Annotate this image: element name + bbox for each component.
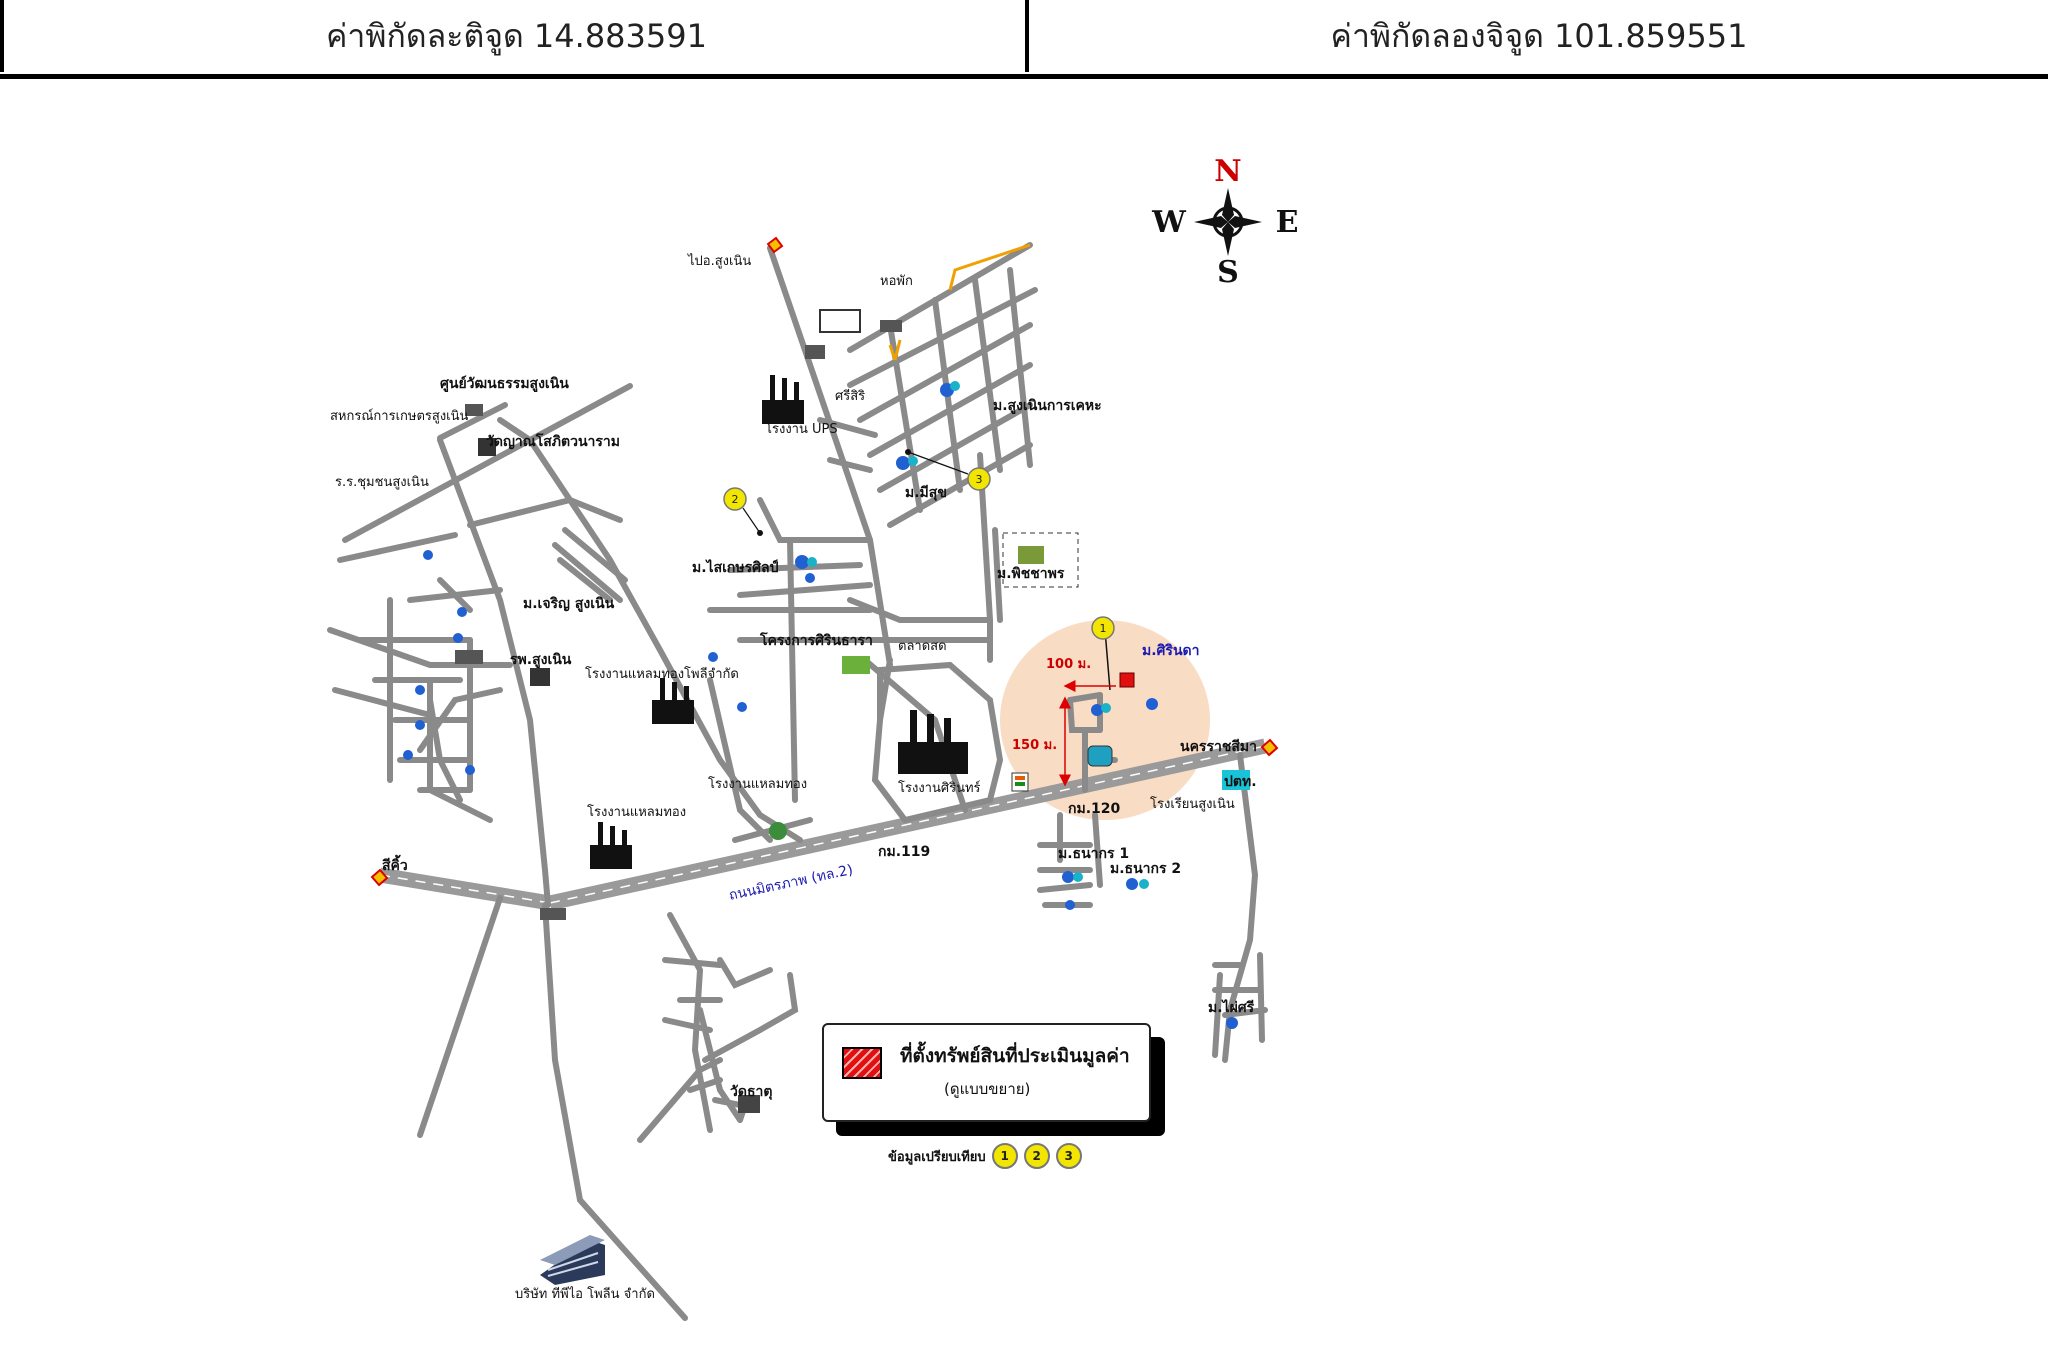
label-coop: สหกรณ์การเกษตรสูงเนิน <box>330 408 468 424</box>
factory-icon <box>590 822 632 869</box>
latitude-label: ค่าพิกัดละติจูด 14.883591 <box>326 16 707 55</box>
tree-icon <box>769 822 787 840</box>
hospital-icon <box>530 668 550 686</box>
label-dist-150: 150 ม. <box>1012 738 1057 753</box>
reference-legend: ข้อมูลเปรียบเทียบ 1 2 3 <box>888 1143 1082 1169</box>
compass-east: E <box>1276 205 1299 240</box>
legend-subtitle: (ดูแบบขยาย) <box>944 1080 1031 1098</box>
compass-west: W <box>1151 205 1187 240</box>
compass-north: N <box>1214 154 1241 189</box>
reference-legend-dot: 3 <box>1055 1143 1082 1169</box>
label-factory-west: โรงงานแหลมทอง <box>587 804 686 820</box>
bridge-icon <box>540 908 566 920</box>
endpoint-marker <box>370 236 1279 887</box>
label-sirirat: ศรีสิริ <box>835 388 865 404</box>
label-m-sai-kasetsin: ม.ไสเกษรศิลป์ <box>692 558 779 576</box>
label-market: ตลาดสด <box>898 639 947 654</box>
monastery-icon <box>478 438 496 456</box>
phitchaphon-boundary <box>1002 532 1079 588</box>
label-km-120: กม.120 <box>1068 801 1121 817</box>
label-km-119: กม.119 <box>878 844 930 860</box>
latitude-cell: ค่าพิกัดละติจูด 14.883591 <box>0 0 1029 72</box>
label-m-sirinda: ม.ศิรินดา <box>1142 643 1199 659</box>
gas-station-icon <box>1222 770 1250 790</box>
label-m-mi-suk: ม.มีสุข <box>905 485 947 501</box>
label-highway: ถนนมิตรภาพ (ทล.2) <box>728 862 855 904</box>
label-m-sung-noen-kan-kheha: ม.สูงเนินการเคหะ <box>993 398 1102 414</box>
seven-eleven-stripe <box>1015 782 1025 786</box>
longitude-label: ค่าพิกัดลองจิจูด 101.859551 <box>1330 16 1748 55</box>
svg-text:3: 3 <box>976 473 983 486</box>
label-company: บริษัท ทีพีไอ โพลีน จำกัด <box>515 1286 655 1302</box>
legend-swatch <box>842 1047 882 1079</box>
label-m-phitchaphon: ม.พิชชาพร <box>997 566 1065 582</box>
map-labels: ไปอ.สูงเนิน หอพัก ศรีสิริ โรงงาน UPS ม.ส… <box>330 253 1257 1302</box>
label-dorm: หอพัก <box>880 274 913 289</box>
market-icon <box>842 656 870 674</box>
label-m-south: ม.ไผ่ศรี <box>1208 998 1255 1016</box>
label-m-chareon: ม.เจริญ สูงเนิน <box>523 596 615 612</box>
label-wat: วัดญาณโสภิตวนาราม <box>486 432 620 450</box>
label-dist-100: 100 ม. <box>1046 657 1091 672</box>
compass-south: S <box>1217 255 1239 290</box>
label-project-sirin: โครงการศิรินธารา <box>759 631 873 649</box>
factory-icon <box>898 710 968 774</box>
label-m-thanakorn-1: ม.ธนากร 1 <box>1058 846 1129 862</box>
svg-text:1: 1 <box>1100 622 1107 635</box>
compass-rose: N S W E <box>1151 154 1298 290</box>
subject-pointer <box>1104 629 1111 691</box>
label-sikhio: สีคิ้ว <box>382 854 408 874</box>
label-wat-south: วัดธาตุ <box>730 1084 772 1100</box>
building-icon <box>455 309 902 664</box>
reference-legend-label: ข้อมูลเปรียบเทียบ <box>888 1149 986 1165</box>
local-roads <box>327 242 1268 1321</box>
label-center-top: ศูนย์วัฒนธรรมสูงเนิน <box>440 375 569 392</box>
label-gas-station: ปตท. <box>1224 774 1257 790</box>
orange-road <box>888 243 1031 361</box>
label-hospital: รพ.สูงเนิน <box>510 652 572 668</box>
header-divider <box>0 74 2048 79</box>
seven-eleven-stripe <box>1015 776 1025 780</box>
reference-legend-dot: 2 <box>1023 1143 1050 1169</box>
label-school: ร.ร.ชุมชนสูงเนิน <box>335 475 429 490</box>
wat-icon <box>738 1095 760 1113</box>
longitude-cell: ค่าพิกัดลองจิจูด 101.859551 <box>1025 0 2048 72</box>
lake-icon <box>1087 745 1113 767</box>
subject-property-marker <box>1119 672 1135 688</box>
location-map: 1 2 3 N S W E ไปอ.สูงเนิน หอพัก ศรีสิริ … <box>327 154 1298 1321</box>
label-factory-east: โรงงานแหลมทอง <box>708 776 807 792</box>
label-to-sung-noen: ไปอ.สูงเนิน <box>687 253 751 269</box>
legend-title: ที่ตั้งทรัพย์สินที่ประเมินมูลค่า <box>900 1045 1130 1067</box>
map-legend: ที่ตั้งทรัพย์สินที่ประเมินมูลค่า (ดูแบบข… <box>822 1023 1151 1122</box>
label-nakhon-ratchasima: นครราชสีมา <box>1180 739 1257 755</box>
label-factory-siri: โรงงานศิรินทร์ <box>898 780 981 796</box>
coordinate-header: ค่าพิกัดละติจูด 14.883591 ค่าพิกัดลองจิจ… <box>0 0 2048 82</box>
label-school-2: โรงเรียนสูงเนิน <box>1150 796 1235 812</box>
label-factory-ups: โรงงาน UPS <box>765 421 838 437</box>
reference-marker-1: 1 <box>1091 616 1115 640</box>
house-icon <box>403 381 1238 1029</box>
reference-marker-3: 3 <box>905 449 991 491</box>
highway-road <box>378 738 1267 911</box>
temple-icon <box>1018 546 1044 564</box>
label-factory-alpha: โรงงานแหลมทองโพลีจำกัด <box>585 666 739 682</box>
factory-icon <box>652 678 694 724</box>
reference-marker-2: 2 <box>723 487 763 536</box>
factory-icon <box>762 375 804 424</box>
reference-legend-dot: 1 <box>991 1143 1018 1169</box>
svg-text:2: 2 <box>732 493 739 506</box>
label-m-thanakorn-2: ม.ธนากร 2 <box>1110 861 1181 877</box>
company-building-icon <box>540 1235 605 1285</box>
